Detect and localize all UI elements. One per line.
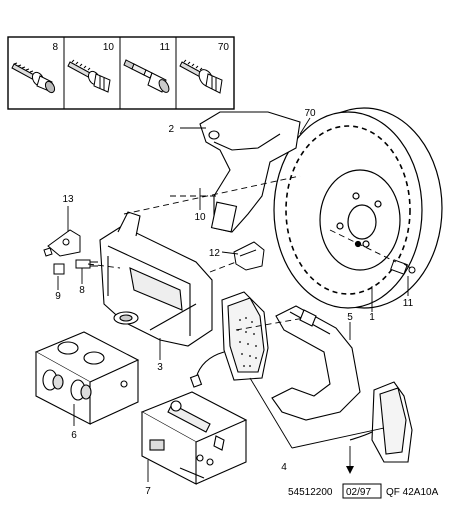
arrow-marker — [346, 466, 354, 474]
footer-code: 54512200 — [288, 487, 333, 498]
callout-5: 5 — [347, 312, 353, 323]
inner-brake-pad — [189, 291, 269, 388]
dust-shield — [199, 111, 301, 233]
callout-4: 4 — [281, 462, 287, 473]
pad-spring-clip — [233, 241, 265, 271]
callout-6: 6 — [71, 430, 77, 441]
wheel-bolt — [390, 259, 416, 275]
bolt-inset-box: 8 10 11 70 — [7, 36, 235, 110]
leader-lines — [57, 117, 409, 482]
callout-2: 2 — [168, 124, 174, 135]
guide-pin-icon — [123, 59, 170, 93]
callout-1: 1 — [369, 312, 375, 323]
bleed-screw — [53, 259, 98, 275]
assembly-lines — [87, 175, 397, 331]
caliper-carrier — [271, 305, 361, 421]
footer: 54512200 02/97 QF 42A10A — [288, 483, 439, 499]
callout-8: 8 — [79, 285, 85, 296]
bolt-number-70: 70 — [218, 42, 230, 53]
brake-caliper — [99, 211, 213, 347]
footer-ref: QF 42A10A — [386, 487, 439, 498]
callout-3: 3 — [157, 362, 163, 373]
callout-7: 7 — [145, 486, 151, 497]
bolt-number-8: 8 — [52, 42, 58, 53]
bolt-hex-flange-icon — [179, 59, 223, 94]
outer-brake-pad — [349, 381, 413, 463]
callout-11: 11 — [403, 298, 414, 309]
callout-12: 12 — [209, 248, 221, 259]
bolt-number-10: 10 — [103, 42, 115, 53]
callout-10: 10 — [194, 212, 206, 223]
callout-70: 70 — [304, 108, 316, 119]
bolt-collar-icon — [11, 62, 56, 94]
guide-pin-kit-box — [140, 391, 248, 485]
footer-date: 02/97 — [346, 487, 371, 498]
brake-disc — [273, 107, 443, 309]
footer-date-box — [342, 483, 382, 499]
seal-kit-box — [34, 331, 140, 425]
callout-9: 9 — [55, 291, 61, 302]
bolt-hex-icon — [67, 59, 111, 93]
hose-bracket — [43, 229, 81, 257]
bolt-number-11: 11 — [160, 42, 171, 53]
callout-13: 13 — [62, 194, 74, 205]
